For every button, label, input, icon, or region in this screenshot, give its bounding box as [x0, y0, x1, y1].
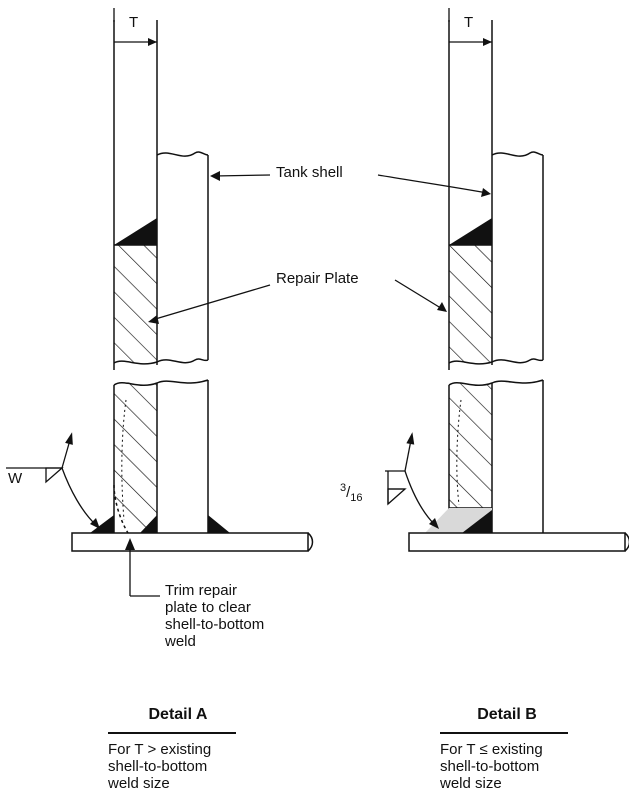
detail-a-rule	[108, 732, 236, 734]
detail-a-drawing	[6, 8, 314, 597]
arrowhead-icon	[437, 302, 447, 312]
arrowhead-icon	[125, 538, 135, 550]
tank-bottom-a	[71, 532, 309, 552]
arrowhead-icon	[90, 518, 100, 529]
tank-shell-label: Tank shell	[276, 164, 343, 181]
fillet-weld-inner-b	[462, 510, 492, 533]
weld-size-label-a: W	[8, 470, 23, 487]
weld-size-label-b: 3/16	[340, 482, 363, 504]
detail-b-caption: For T ≤ existing shell-to-bottom weld si…	[440, 741, 543, 792]
leader-repair-plate-a	[151, 284, 271, 321]
fillet-weld-upper-b	[449, 218, 492, 245]
arrowhead-icon	[148, 38, 157, 46]
shell-to-bottom-weld-a	[208, 515, 230, 533]
arrowhead-icon	[481, 188, 491, 197]
leader-tank-shell-a	[213, 174, 271, 177]
repair-plate-lower-a	[114, 382, 157, 533]
dimension-label-a: T	[129, 14, 139, 31]
detail-a-caption: For T > existing shell-to-bottom weld si…	[108, 741, 212, 792]
repair-plate-lower-b	[449, 382, 492, 508]
leader-tank-shell-b	[377, 174, 488, 194]
detail-b-rule	[440, 732, 568, 734]
repair-plate-label: Repair Plate	[276, 270, 359, 287]
detail-b-title: Detail B	[477, 706, 537, 723]
detail-b-drawing	[377, 8, 629, 552]
trim-note: Trim repair plate to clear shell-to-bott…	[165, 582, 265, 650]
fillet-weld-outer-a	[90, 515, 114, 533]
tank-bottom-b	[408, 532, 626, 552]
arrowhead-icon	[210, 171, 220, 181]
arrowhead-icon	[429, 518, 439, 529]
arrowhead-icon	[148, 315, 159, 324]
repair-plate-upper-b	[449, 245, 492, 363]
fillet-weld-upper-a	[114, 218, 157, 245]
fillet-weld-inner-a	[140, 515, 157, 533]
leader-repair-plate-b	[394, 279, 445, 311]
repair-plate-upper-a	[114, 245, 157, 363]
detail-a-title: Detail A	[148, 706, 208, 723]
break-line-top-a	[156, 151, 209, 157]
dimension-label-b: T	[464, 14, 474, 31]
arrowhead-icon	[483, 38, 492, 46]
